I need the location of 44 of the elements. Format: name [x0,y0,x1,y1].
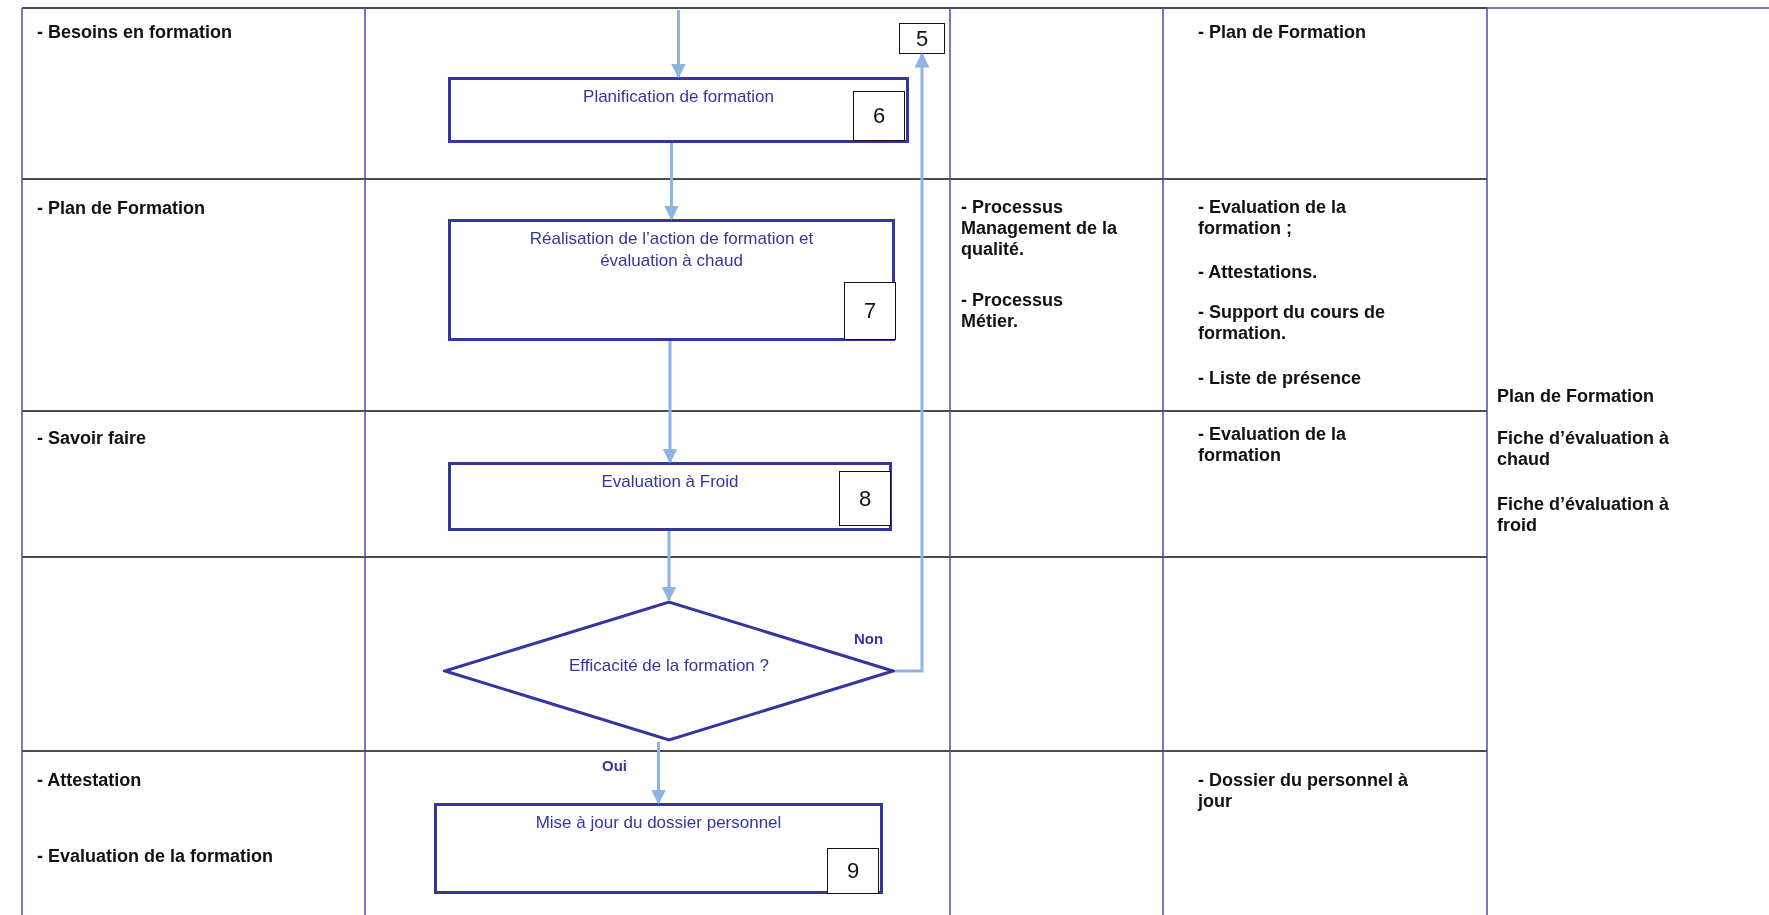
cell-text: - Besoins en formation [37,22,233,43]
cell-text: - Attestation [37,770,142,791]
edge-label: Oui [600,757,629,774]
cell-text: Fiche d’évaluation à chaud [1497,428,1671,470]
cell-text: - Evaluation de la formation ; [1198,197,1348,239]
process-box [448,462,892,531]
decision-diamond [443,600,895,742]
process-label: Planification de formation [582,86,775,108]
cell-text: - Savoir faire [37,428,147,449]
step-number: 6 [872,103,886,129]
arrow [651,742,666,805]
cell-text: - Liste de présence [1198,368,1362,389]
cell-text: - Attestations. [1198,262,1318,283]
cell-text: - Processus Métier. [961,290,1065,332]
step-number-box [844,282,896,340]
cell-text: - Processus Management de la qualité. [961,197,1119,260]
process-box [448,219,895,341]
step-number: 9 [846,858,860,884]
step-number: 5 [915,25,929,52]
cell-text: - Plan de Formation [1198,22,1366,43]
cell-text: - Support du cours de formation. [1198,302,1386,344]
process-box [448,77,909,143]
step-number-box [899,23,945,54]
arrow [671,10,686,79]
step-number-box [853,91,905,141]
decision-label: Efficacité de la formation ? [568,655,770,677]
arrow [664,143,679,221]
cell-text: - Evaluation de la formation [37,846,274,867]
step-number: 7 [863,298,877,324]
cell-text: Plan de Formation [1497,386,1655,407]
process-label: Réalisation de l’action de formation et évaluation à chaud [528,228,815,272]
cell-text: - Plan de Formation [37,198,205,219]
step-number-box [827,848,879,894]
process-label: Evaluation à Froid [600,471,740,493]
process-label: Mise à jour du dossier personnel [534,812,783,834]
cell-text: - Dossier du personnel à jour [1198,770,1410,812]
cell-text: Fiche d’évaluation à froid [1497,494,1671,536]
process-box [434,803,883,894]
step-number-box [839,471,891,526]
arrow [661,531,677,602]
cell-text: - Evaluation de la formation [1198,424,1348,466]
arrow [895,52,930,673]
step-number: 8 [858,485,872,512]
arrow [662,341,678,464]
